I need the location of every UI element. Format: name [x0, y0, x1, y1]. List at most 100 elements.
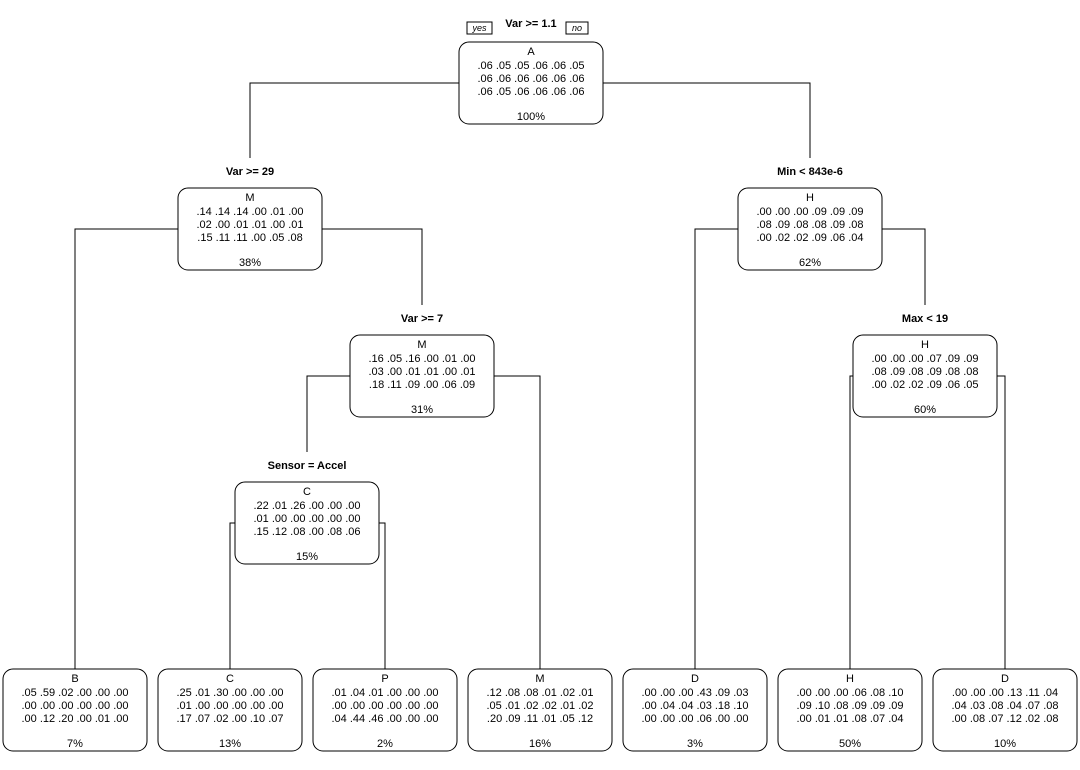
- node-box: [737, 187, 883, 271]
- node-class: A: [527, 46, 535, 58]
- node-box: [349, 334, 495, 418]
- node-prob-row: .12 .08 .08 .01 .02 .01: [486, 687, 593, 699]
- edge-n5-l4: [490, 375, 541, 669]
- split-label: Var >= 29: [226, 166, 274, 178]
- node-prob-row: .00 .04 .04 .03 .18 .10: [641, 700, 748, 712]
- node-prob-row: .08 .09 .08 .09 .08 .08: [871, 366, 978, 378]
- edge-n5-n10: [306, 375, 354, 452]
- node-prob-row: .02 .00 .01 .01 .00 .01: [196, 219, 303, 231]
- node-class: M: [245, 192, 254, 204]
- node-l1: B.05 .59 .02 .00 .00 .00.00 .00 .00 .00 …: [2, 668, 148, 752]
- yes-label: yes: [471, 23, 487, 33]
- yes-box: [466, 21, 493, 35]
- node-prob-row: .00 .00 .00 .13 .11 .04: [952, 687, 1058, 699]
- edge-n7-l7: [993, 375, 1006, 669]
- node-prob-row: .16 .05 .16 .00 .01 .00: [368, 353, 475, 365]
- node-class: H: [846, 673, 854, 685]
- node-prob-row: .06 .05 .05 .06 .06 .05: [477, 60, 584, 72]
- edge-n3-l5: [694, 228, 742, 669]
- node-box: [458, 41, 604, 125]
- node-n2: M.14 .14 .14 .00 .01 .00.02 .00 .01 .01 …: [177, 187, 323, 271]
- node-box: [234, 481, 380, 565]
- node-prob-row: .18 .11 .09 .00 .06 .09: [369, 379, 475, 391]
- node-percent: 2%: [377, 738, 393, 750]
- split-label: Sensor = Accel: [268, 460, 347, 472]
- node-class: D: [691, 673, 699, 685]
- node-l6: H .00 .00 .00 .06 .08 .10.09 .10 .08 .09 …: [777, 668, 923, 752]
- node-root: A .06 .05 .05 .06 .06 .05.06 .06 .06 .06 …: [458, 41, 604, 125]
- node-prob-row: .09 .10 .08 .09 .09 .09: [796, 700, 903, 712]
- node-prob-row: .00 .02 .02 .09 .06 .04: [756, 232, 863, 244]
- no-label: no: [572, 23, 582, 33]
- node-prob-row: .06 .06 .06 .06 .06 .06: [477, 73, 584, 85]
- node-class: B: [71, 673, 78, 685]
- node-box: [312, 668, 458, 752]
- node-class: M: [535, 673, 544, 685]
- node-box: [932, 668, 1078, 752]
- node-percent: 100%: [517, 111, 545, 123]
- node-prob-row: .01 .04 .01 .00 .00 .00: [331, 687, 438, 699]
- node-box: [467, 668, 613, 752]
- node-prob-row: .00 .00 .00 .00 .00 .00: [331, 700, 438, 712]
- node-class: M: [417, 339, 426, 351]
- node-prob-row: .05 .59 .02 .00 .00 .00: [21, 687, 128, 699]
- node-prob-row: .06 .05 .06 .06 .06 .06: [477, 86, 584, 98]
- node-prob-row: .05 .01 .02 .02 .01 .02: [486, 700, 593, 712]
- node-percent: 38%: [239, 257, 261, 269]
- edge-n2-n5: [318, 228, 423, 305]
- split-label: Var >= 7: [401, 313, 443, 325]
- node-percent: 60%: [914, 404, 936, 416]
- node-prob-row: .22 .01 .26 .00 .00 .00: [253, 500, 360, 512]
- node-prob-row: .08 .09 .08 .08 .09 .08: [756, 219, 863, 231]
- node-box: [157, 668, 303, 752]
- node-prob-row: .00 .08 .07 .12 .02 .08: [951, 713, 1058, 725]
- node-prob-row: .00 .12 .20 .00 .01 .00: [21, 713, 128, 725]
- node-prob-row: .25 .01 .30 .00 .00 .00: [176, 687, 283, 699]
- node-box: [177, 187, 323, 271]
- node-l2: C .25 .01 .30 .00 .00 .00.01 .00 .00 .00 …: [157, 668, 303, 752]
- node-prob-row: .00 .00 .00 .09 .09 .09: [756, 206, 863, 218]
- node-l3: P .01 .04 .01 .00 .00 .00.00 .00 .00 .00 …: [312, 668, 458, 752]
- node-percent: 16%: [529, 738, 551, 750]
- edge-n7-l6: [849, 375, 857, 669]
- node-class: H: [921, 339, 929, 351]
- node-n5: M .16 .05 .16 .00 .01 .00.03 .00 .01 .01 …: [349, 334, 495, 418]
- node-prob-row: .00 .01 .01 .08 .07 .04: [796, 713, 903, 725]
- node-prob-row: .00 .00 .00 .07 .09 .09: [871, 353, 978, 365]
- node-prob-row: .04 .44 .46 .00 .00 .00: [331, 713, 438, 725]
- node-percent: 7%: [67, 738, 83, 750]
- tree-nodes: A .06 .05 .05 .06 .06 .05.06 .06 .06 .06 …: [2, 41, 1078, 752]
- node-l7: D.00 .00 .00 .13 .11 .04.04 .03 .08 .04 …: [932, 668, 1078, 752]
- no-box: [565, 21, 589, 35]
- node-class: H: [806, 192, 814, 204]
- node-percent: 10%: [994, 738, 1016, 750]
- node-prob-row: .15 .11 .11 .00 .05 .08: [197, 232, 302, 244]
- node-class: D: [1001, 673, 1009, 685]
- node-prob-row: .00 .02 .02 .09 .06 .05: [871, 379, 978, 391]
- edge-root-n3: [599, 82, 811, 158]
- node-percent: 50%: [839, 738, 861, 750]
- node-l4: M .12 .08 .08 .01 .02 .01.05 .01 .02 .02 …: [467, 668, 613, 752]
- node-box: [777, 668, 923, 752]
- edge-n3-n7: [878, 228, 926, 305]
- node-class: P: [381, 673, 388, 685]
- node-box: [852, 334, 998, 418]
- node-prob-row: .01 .00 .00 .00 .00 .00: [176, 700, 283, 712]
- node-prob-row: .03 .00 .01 .01 .00 .01: [368, 366, 475, 378]
- node-prob-row: .01 .00 .00 .00 .00 .00: [253, 513, 360, 525]
- node-class: C: [303, 486, 311, 498]
- node-percent: 13%: [219, 738, 241, 750]
- node-percent: 3%: [687, 738, 703, 750]
- node-prob-row: .00 .00 .00 .43 .09 .03: [641, 687, 748, 699]
- edge-root-n2: [249, 82, 463, 158]
- node-n10: C .22 .01 .26 .00 .00 .00.01 .00 .00 .00 …: [234, 481, 380, 565]
- node-prob-row: .00 .00 .00 .06 .08 .10: [796, 687, 903, 699]
- split-label: Max < 19: [902, 313, 948, 325]
- node-n7: H .00 .00 .00 .07 .09 .09.08 .09 .08 .09 …: [852, 334, 998, 418]
- node-class: C: [226, 673, 234, 685]
- node-box: [622, 668, 768, 752]
- node-n3: H .00 .00 .00 .09 .09 .09.08 .09 .08 .08 …: [737, 187, 883, 271]
